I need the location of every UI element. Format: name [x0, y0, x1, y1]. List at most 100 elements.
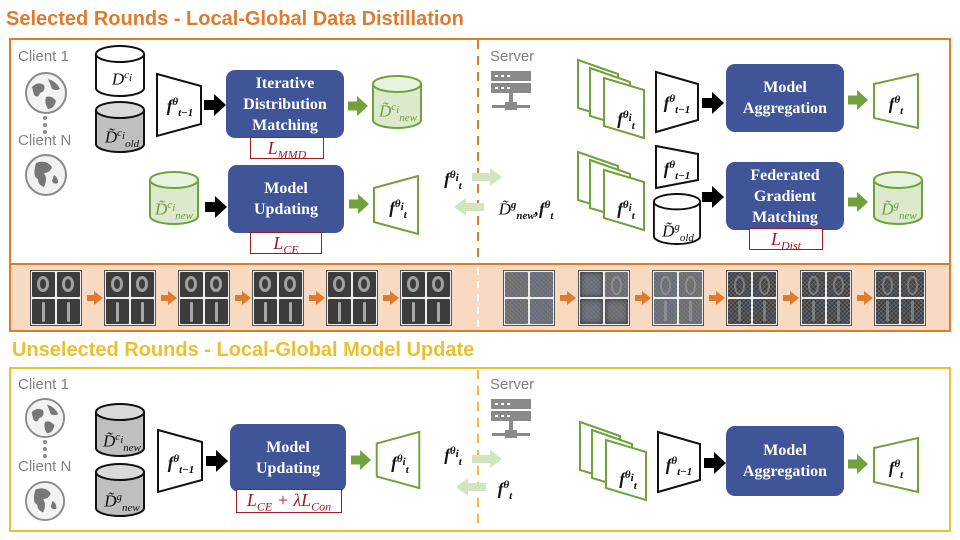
- arrow-right-icon: [702, 186, 724, 208]
- upload-local-model-label: fθit: [444, 169, 462, 193]
- model-updating-box: Model Updating: [228, 165, 344, 233]
- local-models-label: fθit: [617, 199, 635, 223]
- client-ellipsis: [43, 440, 47, 458]
- upload-local-model-label: fθit: [444, 445, 462, 469]
- arrow-right-icon: [848, 454, 868, 474]
- arrow-right-icon: [351, 450, 371, 470]
- local-models-label: fθit: [619, 469, 637, 493]
- old-global-synthetic-label: D̃gold: [662, 221, 694, 245]
- arrow-right-icon: [87, 291, 103, 305]
- arrow-right-icon: [235, 291, 251, 305]
- globe-icon: [25, 154, 67, 196]
- local-data-label: Dci: [111, 69, 133, 89]
- old-synthetic-data-label: D̃ciold: [104, 127, 140, 151]
- model-trapezoid-icon: [873, 436, 919, 494]
- globe-icon: [24, 397, 66, 439]
- synthetic-image-thumbnail: [400, 270, 452, 326]
- synthetic-image-thumbnail: [726, 270, 778, 326]
- database-cylinder-icon: [652, 193, 702, 245]
- stacked-local-models-icon: [579, 420, 647, 502]
- global-model-label: fθt−1: [663, 159, 691, 183]
- server-label: Server: [490, 48, 535, 65]
- arrow-right-icon: [783, 291, 799, 305]
- download-data-model-label: D̃gnew,fθt: [498, 199, 554, 223]
- arrow-left-icon: [456, 478, 486, 496]
- download-global-model-label: fθt: [497, 479, 513, 503]
- database-cylinder-icon: [95, 45, 145, 97]
- global-model-label: fθt−1: [665, 455, 693, 479]
- synthetic-image-thumbnail: [104, 270, 156, 326]
- stacked-local-models-icon: [577, 58, 645, 140]
- arrow-right-icon: [848, 90, 868, 110]
- model-aggregation-box: Model Aggregation: [726, 64, 844, 132]
- synthetic-image-thumbnail: [652, 270, 704, 326]
- arrow-left-icon: [454, 198, 484, 216]
- arrow-right-icon: [349, 194, 369, 214]
- arrow-right-icon: [709, 291, 725, 305]
- synthetic-image-thumbnail: [178, 270, 230, 326]
- arrow-right-icon: [205, 196, 227, 218]
- local-model-label: fθit: [389, 198, 407, 222]
- synthetic-image-thumbnail: [800, 270, 852, 326]
- model-trapezoid-icon: [655, 70, 699, 134]
- client-n-label: Client N: [18, 132, 72, 149]
- database-cylinder-icon: [372, 75, 422, 129]
- arrow-right-icon: [702, 92, 724, 114]
- model-trapezoid-icon: [655, 144, 699, 190]
- model-trapezoid-icon: [873, 72, 919, 130]
- client-1-label: Client 1: [18, 48, 69, 65]
- arrow-right-icon: [857, 291, 873, 305]
- new-synthetic-data-label: D̃cinew: [379, 101, 417, 125]
- unselected-rounds-title: Unselected Rounds - Local-Global Model U…: [12, 339, 475, 361]
- client-n-label: Client N: [18, 458, 72, 475]
- arrow-right-icon: [848, 192, 868, 212]
- model-trapezoid-icon: [373, 174, 419, 236]
- arrow-right-icon: [206, 450, 228, 472]
- unselected-rounds-panel: [9, 367, 951, 532]
- arrow-right-icon: [309, 291, 325, 305]
- synthetic-image-thumbnail: [326, 270, 378, 326]
- new-global-model-label: fθt: [888, 94, 904, 118]
- model-updating-box: Model Updating: [230, 424, 346, 492]
- local-model-label: fθit: [391, 453, 409, 477]
- client-ellipsis: [43, 116, 47, 134]
- model-aggregation-box: Model Aggregation: [726, 426, 844, 496]
- database-cylinder-icon: [95, 101, 145, 153]
- arrow-right-icon: [704, 452, 726, 474]
- arrow-right-icon: [560, 291, 576, 305]
- arrow-right-icon: [204, 94, 226, 116]
- new-synthetic-data-label: D̃cinew: [155, 199, 193, 223]
- local-synthetic-data-label: D̃cinew: [103, 431, 141, 455]
- database-cylinder-icon: [95, 403, 145, 457]
- synthetic-image-thumbnail: [874, 270, 926, 326]
- mmd-loss: LMMD: [250, 137, 324, 162]
- globe-icon: [24, 480, 66, 522]
- synthetic-image-thumbnail: [503, 270, 555, 326]
- model-trapezoid-icon: [156, 72, 202, 138]
- new-global-synthetic-label: D̃gnew: [881, 199, 917, 223]
- stacked-local-models-icon: [577, 150, 645, 232]
- server-label: Server: [490, 376, 535, 393]
- arrow-right-icon: [472, 450, 502, 468]
- synthetic-image-thumbnail: [578, 270, 630, 326]
- model-trapezoid-icon: [157, 428, 203, 494]
- client-1-label: Client 1: [18, 376, 69, 393]
- dist-loss: LDist: [749, 228, 823, 253]
- ce-loss: LCE: [250, 232, 322, 257]
- arrow-right-icon: [348, 96, 368, 116]
- iterative-distribution-matching-box: Iterative Distribution Matching: [226, 70, 344, 138]
- global-model-label: fθt−1: [663, 93, 691, 117]
- arrow-right-icon: [383, 291, 399, 305]
- federated-gradient-matching-box: Federated Gradient Matching: [726, 162, 844, 230]
- global-model-label: fθt−1: [166, 96, 194, 120]
- selected-rounds-title: Selected Rounds - Local-Global Data Dist…: [6, 8, 464, 30]
- new-global-model-label: fθt: [888, 458, 904, 482]
- model-trapezoid-icon: [657, 430, 701, 494]
- model-trapezoid-icon: [375, 430, 421, 490]
- server-icon: [491, 71, 531, 110]
- arrow-right-icon: [161, 291, 177, 305]
- local-models-label: fθit: [617, 109, 635, 133]
- global-synthetic-data-label: D̃gnew: [104, 491, 140, 515]
- server-icon: [491, 399, 531, 438]
- globe-icon: [25, 72, 67, 114]
